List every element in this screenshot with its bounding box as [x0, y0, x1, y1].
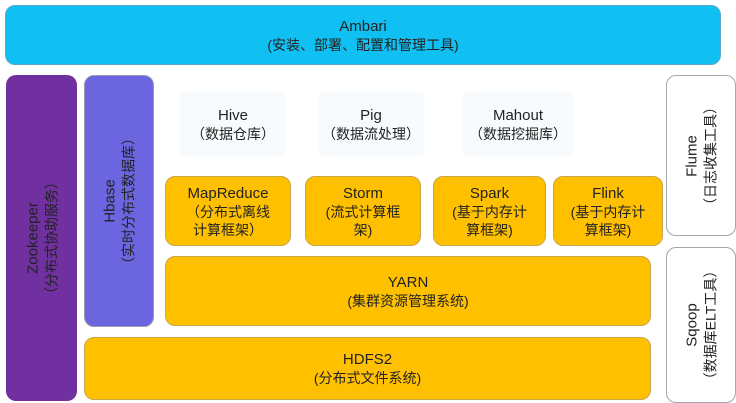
mahout-name: Mahout — [492, 106, 544, 124]
hdfs-desc: (分布式文件系统) — [313, 370, 422, 386]
hive-name: Hive — [217, 106, 248, 124]
pig-desc: （数据流处理） — [322, 125, 420, 142]
mapreduce-box: MapReduce （分布式离线 计算框架） — [165, 176, 291, 246]
flink-name: Flink — [592, 184, 624, 202]
hive-desc: （数据仓库） — [191, 125, 275, 142]
sqoop-desc: （数据库ELT工具） — [702, 263, 719, 387]
spark-box: Spark (基于内存计 算框架) — [433, 176, 546, 246]
ambari-box: Ambari (安装、部署、配置和管理工具) — [5, 5, 721, 65]
zookeeper-desc: （分布式协助服务） — [43, 175, 59, 301]
yarn-desc: (集群资源管理系统) — [347, 292, 469, 309]
flink-desc: 算框架) — [584, 221, 632, 238]
mapreduce-desc: （分布式离线 — [186, 203, 270, 220]
zookeeper-box: Zookeeper（分布式协助服务） — [6, 75, 77, 401]
storm-desc: (流式计算框 — [325, 203, 401, 220]
storm-desc: 架) — [353, 221, 373, 238]
mahout-box: Mahout （数据挖掘库） — [462, 92, 574, 156]
hbase-box: Hbase（实时分布式数据库） — [84, 75, 154, 327]
flume-desc: （日志收集工具） — [702, 99, 719, 212]
sqoop-box: Sqoop（数据库ELT工具） — [666, 247, 736, 403]
ambari-name: Ambari — [339, 17, 387, 35]
storm-box: Storm (流式计算框 架) — [305, 176, 421, 246]
pig-name: Pig — [360, 106, 382, 124]
spark-desc: 算框架) — [466, 221, 513, 238]
ambari-desc: (安装、部署、配置和管理工具) — [267, 36, 459, 53]
pig-box: Pig （数据流处理） — [318, 92, 424, 156]
hive-box: Hive （数据仓库） — [180, 92, 286, 156]
flume-box: Flume（日志收集工具） — [666, 75, 736, 236]
yarn-box: YARN (集群资源管理系统) — [165, 256, 651, 326]
spark-desc: (基于内存计 — [452, 203, 527, 220]
yarn-name: YARN — [387, 273, 429, 291]
spark-name: Spark — [469, 184, 510, 202]
mahout-desc: （数据挖掘库） — [469, 125, 567, 142]
sqoop-name: Sqoop — [683, 303, 701, 347]
hdfs-box: HDFS2 (分布式文件系统) — [84, 337, 651, 400]
flink-desc: (基于内存计 — [570, 203, 646, 220]
hbase-name: Hbase — [101, 179, 119, 223]
mapreduce-name: MapReduce — [187, 184, 269, 202]
zookeeper-name: Zookeeper — [24, 202, 41, 274]
hbase-desc: （实时分布式数据库） — [120, 131, 137, 271]
mapreduce-desc: 计算框架） — [193, 221, 263, 238]
flink-box: Flink (基于内存计 算框架) — [553, 176, 663, 246]
storm-name: Storm — [342, 184, 383, 202]
hdfs-name: HDFS2 — [342, 351, 393, 368]
flume-name: Flume — [683, 134, 701, 177]
